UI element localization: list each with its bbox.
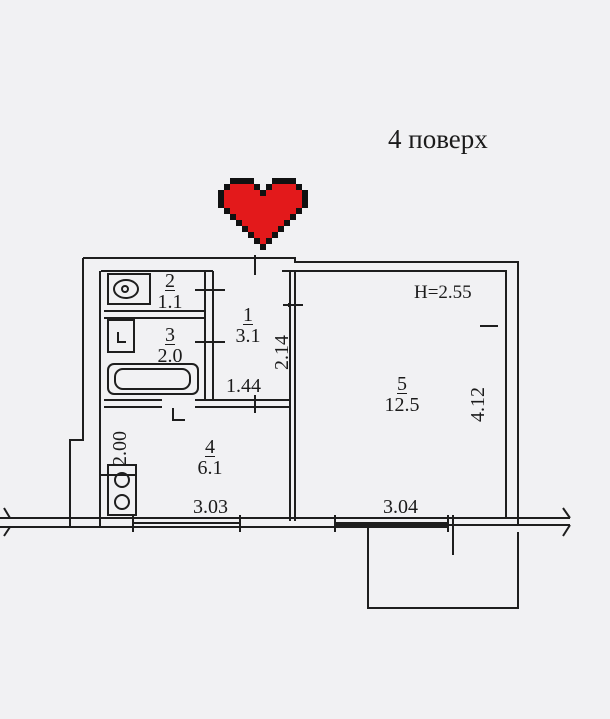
partition-kitchen [104, 399, 290, 408]
west-wall [69, 258, 101, 528]
room-3-area: 2.0 [157, 345, 183, 367]
toilet-box [107, 273, 151, 305]
right-stub [506, 507, 571, 537]
room-4-number: 4 [205, 436, 215, 458]
ceiling-height: H=2.55 [414, 282, 472, 303]
left-stub [3, 507, 11, 537]
dim-corridor-depth: 2.14 [271, 335, 293, 370]
dim-kitchen-width: 3.03 [193, 496, 228, 518]
balcony [367, 527, 519, 609]
dim-room-depth: 4.12 [467, 387, 489, 422]
wall-between-windows [240, 517, 335, 528]
dim-room-width: 3.04 [383, 496, 418, 518]
bathtub-inner [114, 368, 191, 390]
floor-label: 4 поверх [388, 124, 488, 154]
kitchen-window [132, 515, 241, 532]
room-1-area: 3.1 [235, 325, 261, 347]
dim-kitchen-depth: 2.00 [109, 431, 131, 466]
room-1-number: 1 [243, 304, 253, 326]
room-2-number: 2 [165, 270, 175, 292]
partition-bath [204, 271, 214, 400]
dim-corridor-width: 1.44 [226, 375, 261, 397]
dim-tick-6 [172, 408, 185, 421]
right-wall-segment [448, 517, 518, 526]
outer-wall-inner [101, 270, 507, 518]
heart-icon [218, 178, 308, 250]
partition-toilet-bath [104, 310, 205, 319]
partition-room5 [289, 271, 296, 521]
room-2-area: 1.1 [157, 291, 183, 313]
bottom-wall [0, 517, 133, 528]
room-4-area: 6.1 [197, 457, 223, 479]
toilet-bowl [113, 279, 139, 299]
stove [107, 464, 137, 516]
room-window [334, 515, 449, 532]
room-5-area: 12.5 [384, 394, 420, 416]
sink-mark [117, 332, 126, 343]
sink-box [107, 319, 135, 353]
bathtub [107, 363, 199, 395]
room-3-number: 3 [165, 324, 175, 346]
room-5-number: 5 [397, 373, 407, 395]
